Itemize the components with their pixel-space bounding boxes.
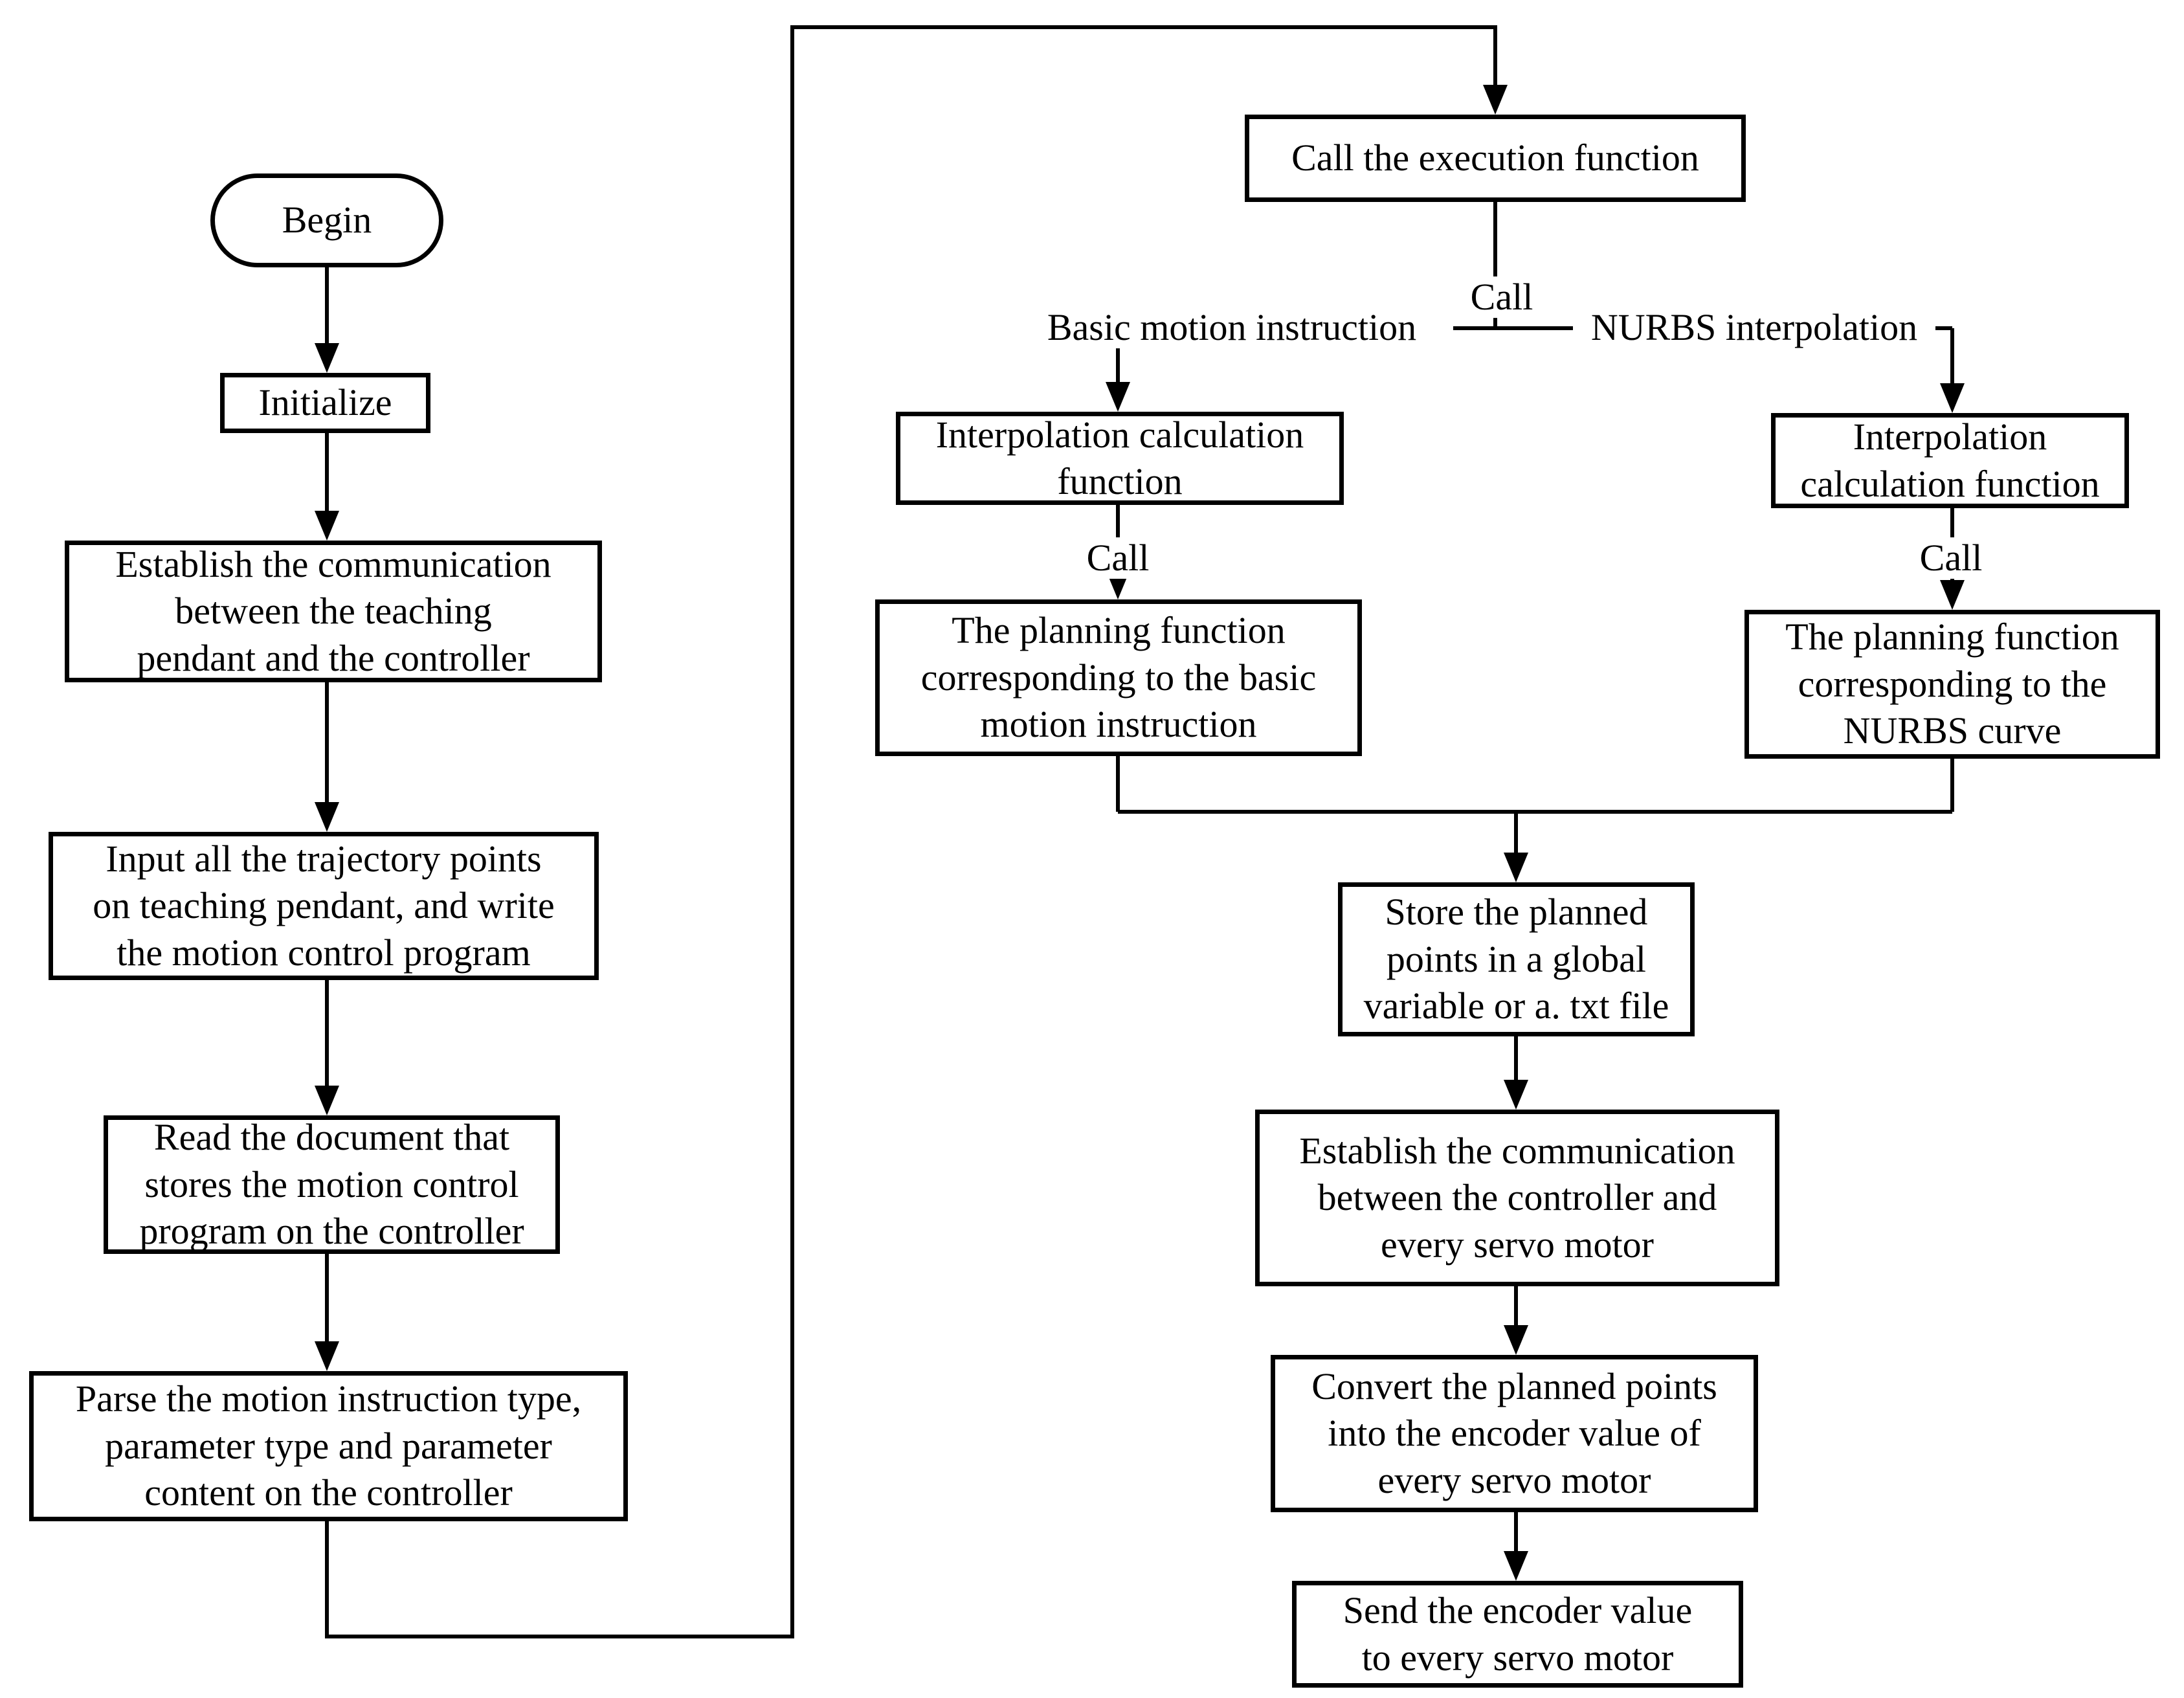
connector-input-read: [315, 980, 339, 1115]
node-send-encoder: Send the encoder value to every servo mo…: [1292, 1581, 1743, 1688]
node-call-execution: Call the execution function: [1245, 115, 1746, 202]
node-parse-instruction: Parse the motion instruction type, param…: [29, 1371, 628, 1521]
node-convert-points-label: Convert the planned points into the enco…: [1311, 1365, 1717, 1501]
node-planning-basic-label: The planning function corresponding to t…: [920, 609, 1317, 746]
node-planning-nurbs: The planning function corresponding to t…: [1744, 610, 2160, 759]
node-read-document: Read the document that stores the motion…: [104, 1115, 560, 1254]
node-interp-basic: Interpolation calculation function: [896, 412, 1344, 505]
label-call-right: Call: [1914, 537, 1988, 579]
node-input-trajectory: Input all the trajectory points on teach…: [49, 832, 599, 980]
node-establish-teaching-label: Establish the communication between the …: [115, 542, 552, 679]
label-call-left: Call: [1081, 537, 1155, 579]
connector-establish-servo-convert: [1504, 1286, 1528, 1355]
connector-initialize-establish: [315, 433, 339, 541]
node-establish-servo-label: Establish the communication between the …: [1299, 1129, 1735, 1266]
connector-merge-store: [1116, 756, 1954, 882]
node-interp-nurbs-label: Interpolation calculation function: [1800, 416, 2100, 505]
connector-convert-send: [1504, 1512, 1528, 1581]
label-branch-basic: Basic motion instruction: [1042, 307, 1422, 348]
node-initialize: Initialize: [220, 373, 430, 433]
node-establish-servo: Establish the communication between the …: [1255, 1110, 1779, 1286]
node-initialize-label: Initialize: [258, 381, 392, 424]
node-read-document-label: Read the document that stores the motion…: [139, 1116, 524, 1253]
node-store-points: Store the planned points in a global var…: [1338, 882, 1695, 1036]
connector-begin-initialize: [315, 267, 339, 373]
node-call-execution-label: Call the execution function: [1291, 137, 1699, 179]
node-planning-nurbs-label: The planning function corresponding to t…: [1785, 616, 2119, 752]
node-interp-basic-label: Interpolation calculation function: [935, 413, 1304, 503]
connector-branch-nurbs: [1940, 328, 1965, 413]
node-store-points-label: Store the planned points in a global var…: [1363, 891, 1669, 1027]
node-begin-label: Begin: [282, 199, 372, 241]
label-call-top: Call: [1465, 276, 1539, 318]
connector-read-parse: [315, 1254, 339, 1371]
connector-branch-basic: [1106, 346, 1130, 412]
node-input-trajectory-label: Input all the trajectory points on teach…: [93, 837, 555, 974]
connector-store-establish-servo: [1504, 1036, 1528, 1110]
node-parse-instruction-label: Parse the motion instruction type, param…: [75, 1378, 582, 1514]
node-establish-teaching: Establish the communication between the …: [65, 541, 602, 682]
connector-parse-feedback-execution: [325, 25, 1508, 1638]
connector-establish-input: [315, 682, 339, 832]
node-begin: Begin: [210, 173, 443, 267]
label-branch-nurbs: NURBS interpolation: [1585, 307, 1923, 348]
node-planning-basic: The planning function corresponding to t…: [875, 599, 1362, 756]
node-convert-points: Convert the planned points into the enco…: [1271, 1355, 1758, 1512]
node-send-encoder-label: Send the encoder value to every servo mo…: [1343, 1589, 1693, 1679]
node-interp-nurbs: Interpolation calculation function: [1771, 413, 2129, 508]
